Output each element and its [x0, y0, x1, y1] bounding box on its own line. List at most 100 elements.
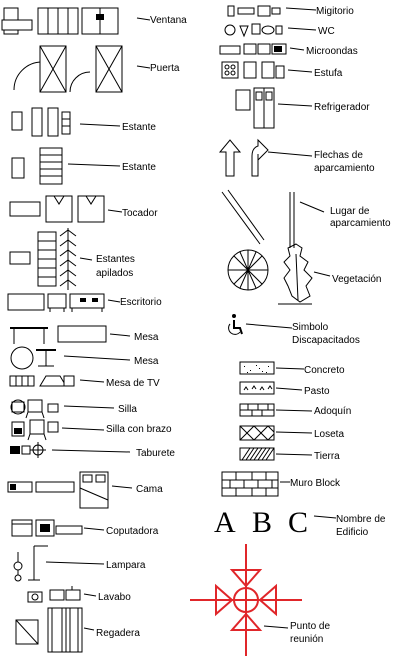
stacked-shelves-symbol — [9, 228, 77, 290]
estantes-apilados-leader — [79, 257, 93, 261]
silla-brazo-leader — [61, 427, 105, 431]
flechas-leader — [267, 151, 313, 157]
fridge-symbol — [235, 87, 275, 129]
lugar-leader — [299, 201, 325, 213]
estufa-leader — [287, 69, 313, 73]
refrigerador-leader — [277, 103, 313, 107]
label-puerta: Puerta — [150, 63, 180, 74]
soil-hatch — [239, 447, 275, 461]
label-tierra: Tierra — [314, 451, 340, 462]
label-pasto: Pasto — [304, 386, 330, 397]
tv-table-symbol — [9, 375, 75, 387]
armchair-symbol — [11, 419, 59, 441]
vegetation-symbol — [227, 243, 313, 305]
label-mesa-2: Mesa — [134, 356, 159, 367]
label-migitorio: Migitorio — [316, 6, 354, 17]
table-symbol-1 — [10, 325, 107, 344]
label-cama: Cama — [136, 484, 163, 495]
stove-symbol — [221, 61, 285, 79]
label-escritorio: Escritorio — [120, 297, 162, 308]
meeting-point-symbol — [190, 544, 302, 656]
bed-symbol — [7, 471, 109, 509]
wheelchair-icon — [228, 314, 243, 335]
tocador-leader — [107, 209, 123, 213]
label-punto-2: reunión — [290, 634, 323, 645]
migitorio-leader — [285, 7, 317, 11]
lampara-leader — [45, 561, 105, 565]
block-wall-hatch — [221, 471, 279, 497]
window-symbol — [1, 7, 119, 35]
label-simbolo-1: Simbolo — [292, 322, 329, 333]
label-lampara: Lampara — [106, 560, 146, 571]
urinal-symbol — [227, 5, 281, 17]
adoquin-leader — [275, 409, 313, 412]
microwave-symbol — [219, 43, 287, 55]
label-estantes-apilados-2: apilados — [96, 268, 133, 279]
concreto-leader — [275, 367, 305, 370]
parking-arrows-symbol — [218, 138, 269, 177]
label-muro-block: Muro Block — [290, 478, 341, 489]
label-refrigerador: Refrigerador — [314, 102, 370, 113]
nombre-leader — [313, 515, 337, 519]
ventana-leader — [136, 17, 151, 21]
taburete-leader — [51, 449, 131, 453]
desk-symbol — [7, 293, 105, 312]
simbolo-leader — [245, 323, 293, 329]
label-simbolo-2: Discapacitados — [292, 335, 360, 346]
label-estante-2: Estante — [122, 162, 156, 173]
label-tocador: Tocador — [122, 208, 158, 219]
label-ventana: Ventana — [150, 15, 187, 26]
escritorio-leader — [107, 299, 121, 303]
paver-hatch — [239, 403, 275, 417]
estante2-leader — [67, 163, 121, 167]
label-mesa-tv: Mesa de TV — [106, 378, 160, 389]
shower-symbol — [15, 607, 83, 653]
label-lavabo: Lavabo — [98, 592, 131, 603]
label-silla: Silla — [118, 404, 137, 415]
mesa1-leader — [109, 333, 131, 337]
label-nombre-1: Nombre de — [336, 514, 386, 525]
label-flechas-1: Flechas de — [314, 150, 363, 161]
wc-leader — [287, 27, 317, 31]
lavabo-leader — [83, 593, 97, 597]
table-symbol-2 — [10, 346, 56, 370]
tierra-leader — [275, 453, 313, 456]
label-computadora: Coputadora — [106, 526, 159, 537]
building-letter-c: C — [288, 506, 308, 539]
lamp-symbol — [13, 545, 48, 582]
label-mesa-1: Mesa — [134, 332, 159, 343]
label-regadera: Regadera — [96, 628, 140, 639]
concrete-hatch — [239, 361, 275, 375]
label-concreto: Concreto — [304, 365, 345, 376]
parking-space-symbol — [221, 189, 295, 248]
label-taburete: Taburete — [136, 448, 175, 459]
label-lugar-2: aparcamiento — [330, 218, 391, 229]
grass-hatch — [239, 381, 275, 395]
label-loseta: Loseta — [314, 429, 344, 440]
tile-hatch — [239, 425, 275, 441]
estante1-leader — [79, 123, 121, 127]
puerta-leader — [136, 65, 151, 69]
dresser-symbol — [9, 195, 105, 223]
label-estante-1: Estante — [122, 122, 156, 133]
shelf-symbol-1 — [11, 107, 71, 137]
shelf-symbol-2 — [11, 147, 63, 185]
computadora-leader — [83, 527, 105, 531]
mesa2-leader — [63, 355, 131, 361]
label-punto-1: Punto de — [290, 621, 330, 632]
vegetacion-leader — [313, 271, 331, 277]
label-estufa: Estufa — [314, 68, 343, 79]
cama-leader — [111, 485, 133, 489]
loseta-leader — [275, 431, 313, 434]
computer-symbol — [11, 519, 83, 537]
label-estantes-apilados-1: Estantes — [96, 254, 135, 265]
sink-symbol — [27, 586, 81, 603]
label-nombre-2: Edificio — [336, 527, 369, 538]
label-lugar-1: Lugar de — [330, 206, 370, 217]
punto-leader — [263, 625, 289, 629]
toilet-symbol — [224, 23, 283, 38]
chair-symbol — [10, 399, 59, 419]
stool-symbol — [10, 442, 46, 458]
regadera-leader — [83, 627, 95, 631]
label-adoquin: Adoquín — [314, 406, 351, 417]
